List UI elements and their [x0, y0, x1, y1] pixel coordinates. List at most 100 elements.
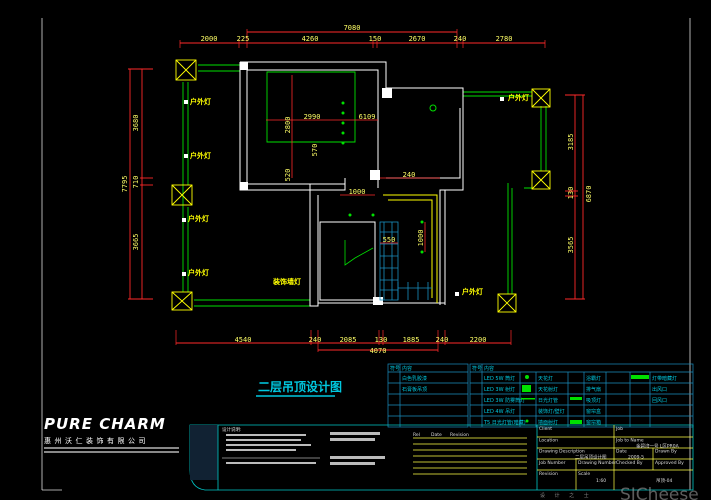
stair-line	[344, 240, 374, 266]
light-label: 户外灯	[188, 214, 209, 223]
room-dim: 1000	[349, 188, 366, 196]
bottom-dim: 130	[375, 336, 388, 344]
date-value: 2009-5	[628, 455, 644, 461]
rev-header: Rel	[413, 432, 420, 438]
notes-heading: 设计说明:	[222, 426, 242, 433]
top-dim: 150	[369, 35, 382, 43]
legend-item: 石膏板吊顶	[402, 386, 427, 393]
room-dimension-lines	[266, 75, 440, 252]
legend-item: 浴霸灯	[586, 375, 601, 382]
right-total-dim: 6870	[585, 186, 593, 203]
light-label: 户外灯	[190, 97, 211, 106]
left-dimension-lines	[128, 68, 153, 300]
watermark-sub: 设 计 之 士	[540, 492, 593, 499]
legend-item: 墙面射灯	[538, 419, 558, 426]
right-dim: 130	[567, 187, 575, 200]
drawing-description-value: 二层吊顶设计图	[575, 454, 607, 461]
x-box-icon	[171, 184, 193, 206]
rev-header: Date	[431, 432, 442, 438]
light-label: 户外灯	[190, 151, 211, 160]
bottom-dimension-lines	[175, 330, 512, 352]
ceiling-outline	[182, 64, 547, 307]
legend-item: LED 3W 射灯	[484, 386, 515, 393]
top-total-dim: 7080	[344, 24, 361, 32]
drawing-title: 二层吊顶设计图	[258, 379, 342, 394]
legend-item: T5 日光灯管(暗藏)	[483, 419, 526, 426]
room-dim: 240	[403, 171, 416, 179]
legend-item: 装饰灯/壁灯	[538, 408, 565, 415]
checked-by-label: Checked By	[616, 460, 643, 466]
job-number-label: Job Number	[538, 460, 566, 466]
x-box-icon	[531, 170, 551, 190]
room-dim: 6109	[359, 113, 376, 121]
room-dim: 2990	[304, 113, 321, 121]
room-dim: 1000	[417, 230, 425, 247]
right-dim: 3565	[567, 237, 575, 254]
top-dim: 2000	[201, 35, 218, 43]
bottom-dim: 240	[436, 336, 449, 344]
top-dim: 225	[237, 35, 250, 43]
legend-item: 白色乳胶漆	[402, 375, 427, 382]
room-dim: 520	[284, 169, 292, 182]
legend-item: 窗帘盒	[586, 408, 601, 415]
rev-header: Revision	[450, 432, 469, 438]
room-dim: 550	[383, 236, 396, 244]
x-box-icon	[497, 293, 517, 313]
light-label: 装饰墙灯	[272, 277, 301, 286]
top-dim: 240	[454, 35, 467, 43]
legend-header: 内容	[402, 365, 412, 372]
drawing-number-value: 吊顶-04	[656, 478, 672, 484]
job-name-label: Job to Name	[615, 438, 644, 444]
left-dim: 3665	[132, 234, 140, 251]
legend-header: 符号	[472, 365, 482, 372]
drawn-by-label: Drawn By	[655, 449, 677, 455]
bottom-dim: 1885	[403, 336, 420, 344]
left-total-dim: 7795	[121, 176, 129, 193]
company-logo: PURE CHARM 惠州沃仁装饰有限公司	[44, 415, 179, 453]
right-dim: 3185	[567, 134, 575, 151]
left-dim: 710	[132, 176, 140, 189]
notes-text	[226, 432, 385, 465]
bottom-total-dim: 4070	[370, 347, 387, 355]
job-name-value: 金碧湾一号 L区PR0A	[636, 443, 680, 450]
legend-item: 出风口	[652, 386, 667, 393]
bottom-dim: 2085	[340, 336, 357, 344]
legend-item: 吸顶灯	[586, 397, 601, 404]
legend-item: 日光灯管	[538, 397, 558, 404]
legend-item: 天花射灯	[538, 386, 558, 393]
legend-item: 天花灯	[538, 375, 553, 382]
light-label: 户外灯	[508, 93, 529, 102]
top-dim: 2780	[496, 35, 513, 43]
wall-columns	[240, 62, 392, 305]
top-dim: 2670	[409, 35, 426, 43]
room-dim: 2800	[284, 117, 292, 134]
date-label: Date	[616, 449, 627, 455]
approved-by-label: Approved By	[655, 460, 684, 466]
legend-item: 灯带暗藏灯	[652, 375, 677, 382]
job-label: Job	[615, 426, 623, 432]
revision-lines	[413, 437, 527, 475]
left-dim: 3680	[132, 115, 140, 132]
outdoor-lights: 户外灯 户外灯 户外灯 户外灯 户外灯 户外灯 装饰墙灯	[182, 93, 529, 296]
top-dimension-lines	[179, 29, 546, 48]
legend-item: 回风口	[652, 398, 667, 404]
legend-item: LED 4W 吊灯	[484, 408, 515, 415]
legend-item: LED 3W 防雾筒灯	[484, 397, 525, 404]
revision-label: Revision	[539, 471, 558, 477]
right-dimension-lines	[565, 94, 585, 300]
legend-item: LED 5W 筒灯	[484, 375, 515, 382]
client-label: Client	[539, 426, 552, 432]
x-box-icon	[175, 59, 197, 81]
spotlight-icons	[341, 101, 424, 254]
top-dim: 4260	[302, 35, 319, 43]
legend-table	[387, 363, 694, 428]
bottom-dim: 4540	[235, 336, 252, 344]
light-label: 户外灯	[188, 268, 209, 277]
walls	[239, 61, 464, 307]
legend-header: 内容	[484, 365, 494, 372]
x-box-icon	[171, 291, 193, 311]
info-grid	[537, 425, 693, 490]
scale-label: Scale	[578, 471, 590, 477]
bottom-dim: 2200	[470, 336, 487, 344]
legend-item: 排气扇	[586, 386, 601, 393]
